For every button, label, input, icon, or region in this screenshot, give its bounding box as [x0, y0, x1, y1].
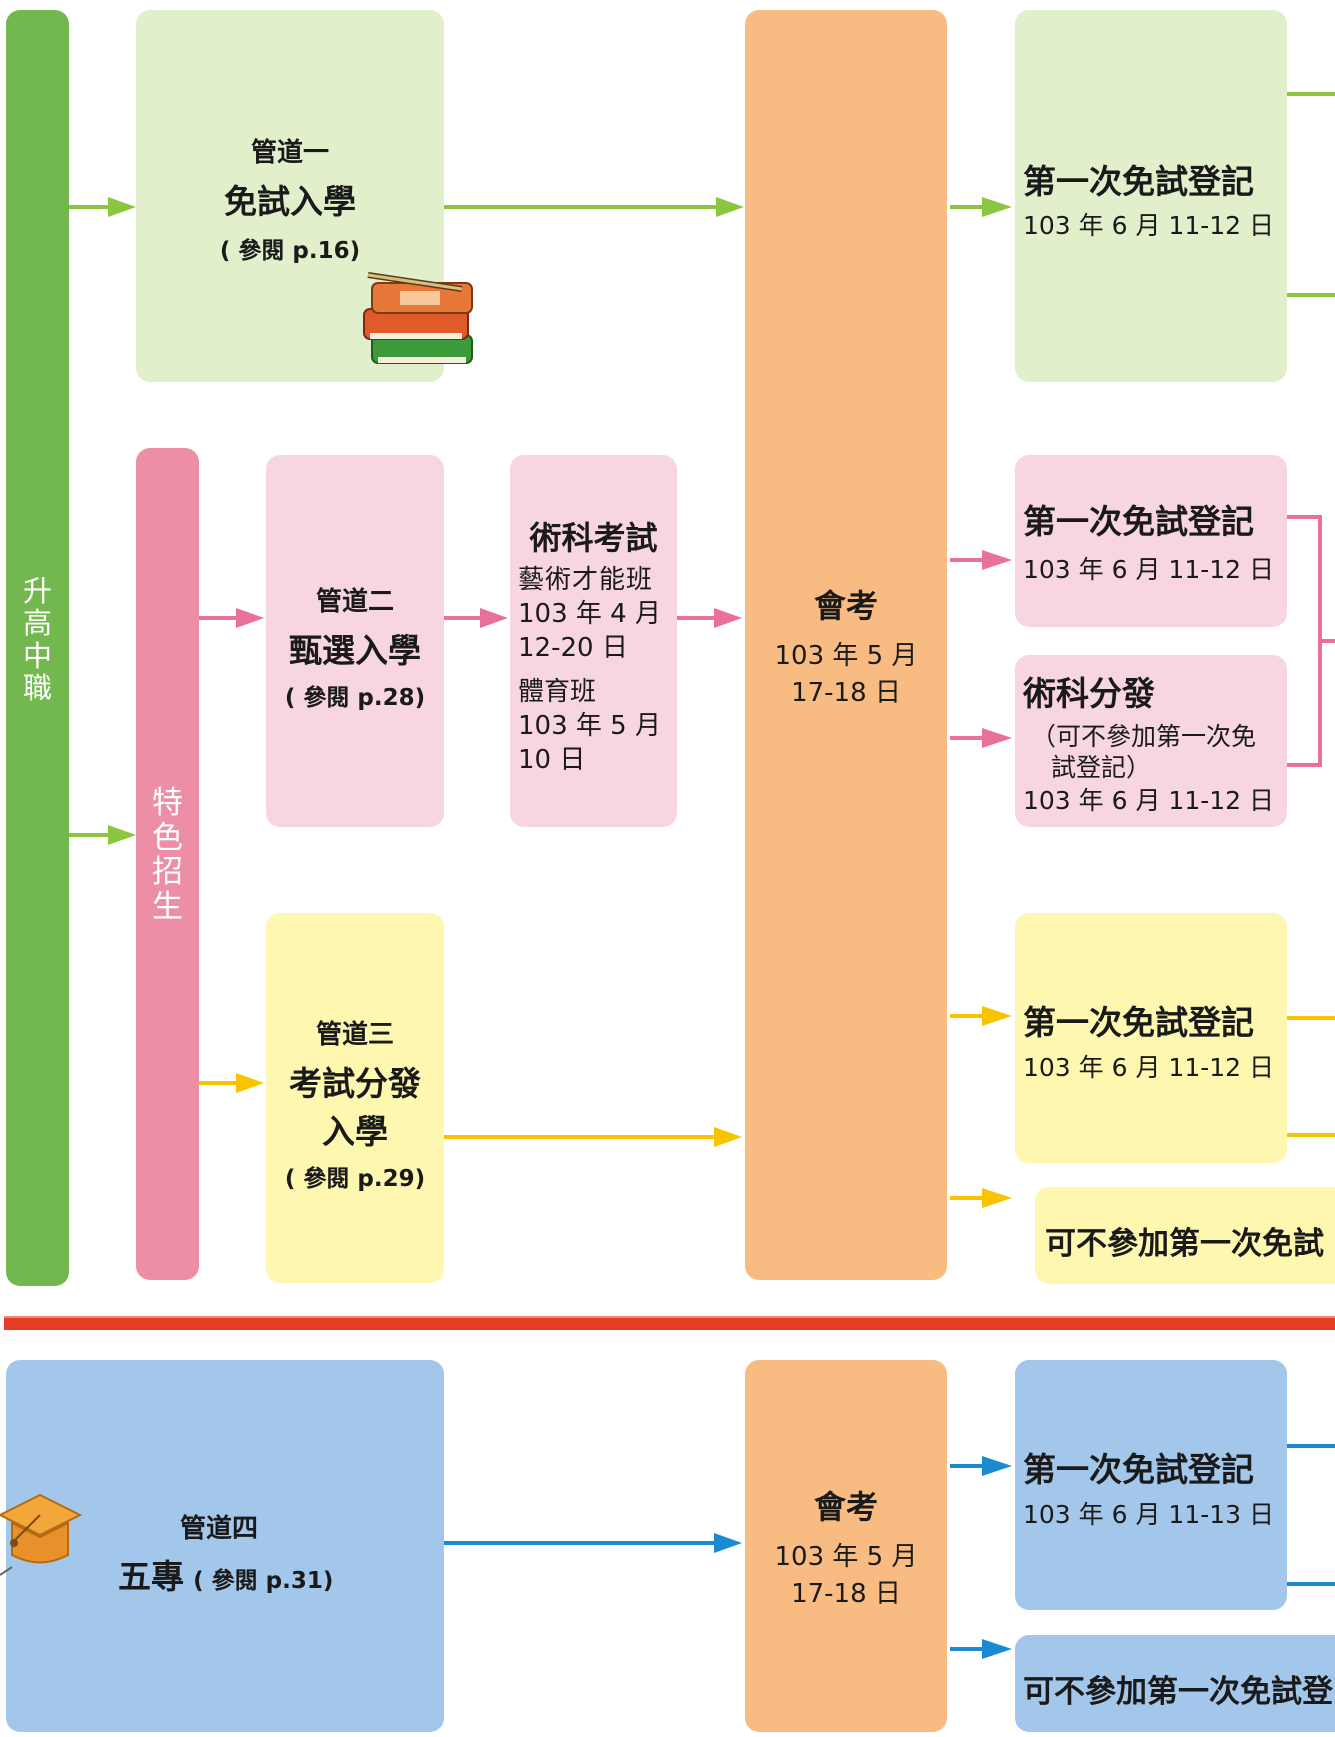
featured-admission-bar: 特色招生 [136, 448, 199, 1280]
skill-exam-box: 術科考試 藝術才能班 103 年 4 月 12-20 日 體育班 103 年 5… [510, 455, 677, 827]
exam-top-title: 會考 [813, 587, 878, 625]
channel4-name: 五專 [118, 1557, 184, 1596]
skill-assignment-title: 術科分發 [1023, 674, 1155, 713]
skill-assignment-note-1: （可不參加第一次免 [1031, 722, 1257, 751]
channel2-ref: ( 參閱 p.28) [284, 684, 426, 711]
channel3-name-2: 入學 [322, 1111, 388, 1151]
registration-yellow-box: 第一次免試登記 103 年 6 月 11-12 日 [1015, 913, 1287, 1163]
channel4-box: 管道四 五專 ( 參閱 p.31) [0, 1360, 444, 1732]
exam-bottom-date-2: 17-18 日 [791, 1579, 901, 1609]
registration-pink-title: 第一次免試登記 [1023, 502, 1254, 541]
exam-bottom-title: 會考 [813, 1488, 878, 1526]
exam-top-date-1: 103 年 5 月 [774, 641, 918, 671]
optional-blue-box: 可不參加第一次免試登 [1015, 1635, 1335, 1732]
skill-assignment-box: 術科分發 （可不參加第一次免 試登記） 103 年 6 月 11-12 日 [1015, 655, 1287, 827]
senior-high-vocational-bar: 升高中職 [6, 10, 69, 1286]
featured-admission-label: 特色招生 [152, 785, 183, 926]
channel4-ref: ( 參閱 p.31) [193, 1568, 334, 1594]
skill-assignment-note-2: 試登記） [1051, 753, 1152, 782]
red-divider [4, 1316, 1335, 1330]
registration-yellow-date: 103 年 6 月 11-12 日 [1023, 1053, 1275, 1082]
channel1-box: 管道一 免試入學 ( 參閱 p.16) [136, 10, 473, 382]
yellow-connectors [199, 1006, 1335, 1208]
channel3-box: 管道三 考試分發 入學 ( 參閱 p.29) [266, 913, 444, 1283]
blue-connectors [444, 1444, 1335, 1659]
skill-assignment-date: 103 年 6 月 11-12 日 [1023, 786, 1275, 815]
skill-exam-sport-date-1: 103 年 5 月 [518, 711, 661, 741]
channel3-name-1: 考試分發 [289, 1063, 421, 1103]
optional-yellow-text: 可不參加第一次免試 [1045, 1226, 1324, 1262]
exam-top-box: 會考 103 年 5 月 17-18 日 [745, 10, 947, 1280]
channel1-title: 管道一 [250, 138, 329, 168]
channel4-name-row: 五專 ( 參閱 p.31) [118, 1550, 333, 1598]
channel1-ref: ( 參閱 p.16) [219, 238, 361, 264]
registration-green-date: 103 年 6 月 11-12 日 [1023, 211, 1275, 240]
senior-high-vocational-label: 升高中職 [22, 574, 52, 706]
registration-pink-box: 第一次免試登記 103 年 6 月 11-12 日 [1015, 455, 1287, 627]
skill-exam-art-date-2: 12-20 日 [518, 633, 628, 663]
exam-bottom-box: 會考 103 年 5 月 17-18 日 [745, 1360, 947, 1732]
exam-top-date-2: 17-18 日 [791, 678, 901, 708]
skill-exam-art-date-1: 103 年 4 月 [518, 599, 661, 629]
registration-blue-box: 第一次免試登記 103 年 6 月 11-13 日 [1015, 1360, 1287, 1610]
exam-bottom-date-1: 103 年 5 月 [774, 1542, 918, 1572]
registration-green-box: 第一次免試登記 103 年 6 月 11-12 日 [1015, 10, 1287, 382]
registration-blue-title: 第一次免試登記 [1023, 1450, 1254, 1489]
registration-pink-date: 103 年 6 月 11-12 日 [1023, 555, 1275, 584]
channel2-box: 管道二 甄選入學 ( 參閱 p.28) [266, 455, 444, 827]
channel4-title: 管道四 [180, 1514, 259, 1544]
registration-blue-date: 103 年 6 月 11-13 日 [1023, 1500, 1275, 1529]
channel2-name: 甄選入學 [289, 630, 421, 670]
graduation-cap-icon [0, 1493, 83, 1576]
green-connectors [69, 92, 1335, 845]
skill-exam-sport-date-2: 10 日 [518, 745, 586, 775]
skill-exam-sport-label: 體育班 [518, 677, 597, 707]
skill-exam-title: 術科考試 [529, 519, 658, 557]
channel2-title: 管道二 [315, 586, 394, 617]
skill-exam-art-label: 藝術才能班 [518, 565, 654, 595]
channel3-title: 管道三 [315, 1019, 394, 1050]
pink-connectors [199, 515, 1335, 767]
channel3-ref: ( 參閱 p.29) [284, 1165, 426, 1192]
optional-blue-text: 可不參加第一次免試登 [1023, 1674, 1333, 1710]
registration-yellow-title: 第一次免試登記 [1023, 1003, 1254, 1042]
books-icon [363, 272, 473, 364]
channel1-name: 免試入學 [224, 182, 356, 221]
registration-green-title: 第一次免試登記 [1023, 162, 1254, 201]
optional-yellow-box: 可不參加第一次免試 [1035, 1187, 1335, 1284]
